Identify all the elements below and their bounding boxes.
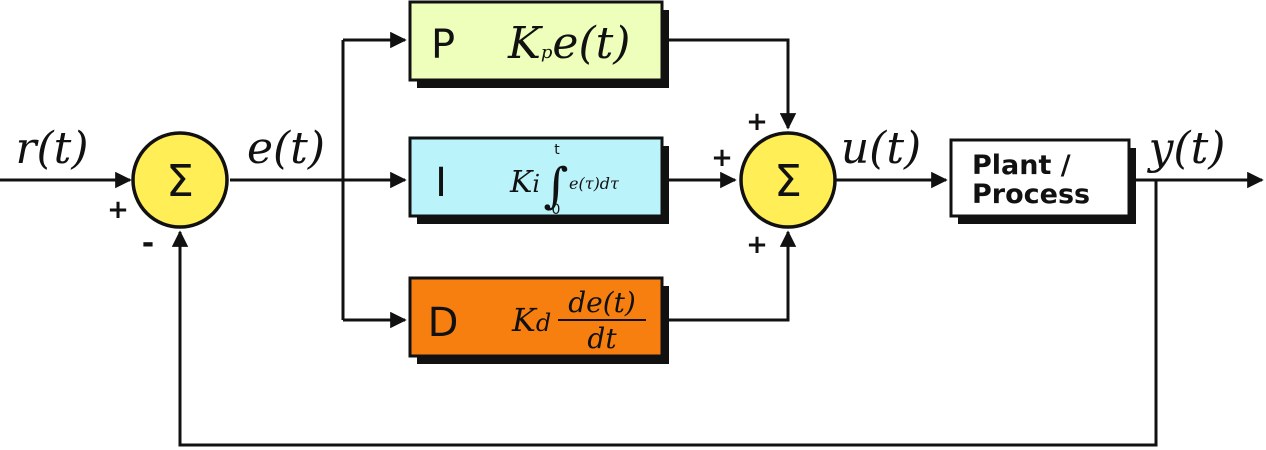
sum1-plus-sign: + [107, 195, 129, 225]
derivative-block: D Kd de(t) dt [408, 276, 669, 364]
plant-label-line1: Plant / [972, 150, 1071, 181]
p-block-formula: Kpe(t) [507, 18, 630, 69]
i-block-letter: I [435, 160, 447, 206]
p-block-letter: P [431, 22, 455, 68]
sum2-bottom-plus-sign: + [746, 230, 768, 260]
integral-sign: ∫ [543, 158, 568, 214]
d-block-letter: D [428, 300, 459, 346]
sum-symbol: Σ [166, 156, 194, 207]
plant-block: Plant / Process [949, 138, 1136, 224]
feedback-arrow [171, 180, 1158, 447]
p-to-sum-arrow [662, 38, 797, 130]
connections [0, 31, 1264, 447]
d-block-gain: Kd [511, 301, 551, 339]
integral-upper-limit: t [554, 142, 560, 158]
integral-lower-limit: 0 [552, 202, 561, 218]
reference-signal-label: r(t) [15, 123, 88, 174]
sum1-minus-sign: - [142, 226, 154, 261]
error-signal-label: e(t) [247, 123, 325, 174]
derivative-numerator: de(t) [568, 286, 636, 319]
derivative-denominator: dt [587, 322, 617, 355]
sum2-left-plus-sign: + [711, 143, 733, 173]
d-to-sum-arrow [662, 230, 797, 322]
integral-block: I Ki ∫ t 0 e(τ)dτ [408, 136, 669, 224]
sum-symbol: Σ [774, 156, 802, 207]
summing-junction-1: Σ [131, 131, 229, 229]
summing-junction-2: Σ [739, 131, 837, 229]
output-signal-label: y(t) [1147, 123, 1226, 174]
control-signal-label: u(t) [841, 123, 921, 174]
proportional-block: P Kpe(t) [408, 0, 669, 88]
plant-label-line2: Process [972, 179, 1090, 210]
integrand: e(τ)dτ [569, 174, 620, 193]
i-block-gain: Ki [509, 165, 540, 200]
sum2-top-plus-sign: + [746, 107, 768, 137]
